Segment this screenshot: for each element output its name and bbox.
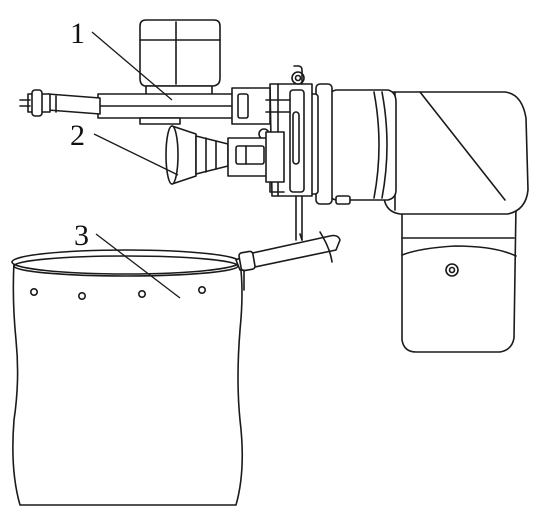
callouts: 1 2 3: [70, 17, 181, 299]
sample-bag: [11, 231, 341, 506]
leader-line-2: [93, 133, 179, 176]
label-2: 2: [70, 119, 85, 152]
label-3: 3: [74, 219, 89, 252]
leader-line-1: [91, 31, 173, 101]
camera-assembly: [165, 125, 285, 193]
gripper-assembly: [19, 19, 291, 125]
robot-arm: [305, 83, 529, 353]
label-1: 1: [70, 17, 85, 50]
leader-line-3: [95, 233, 181, 299]
